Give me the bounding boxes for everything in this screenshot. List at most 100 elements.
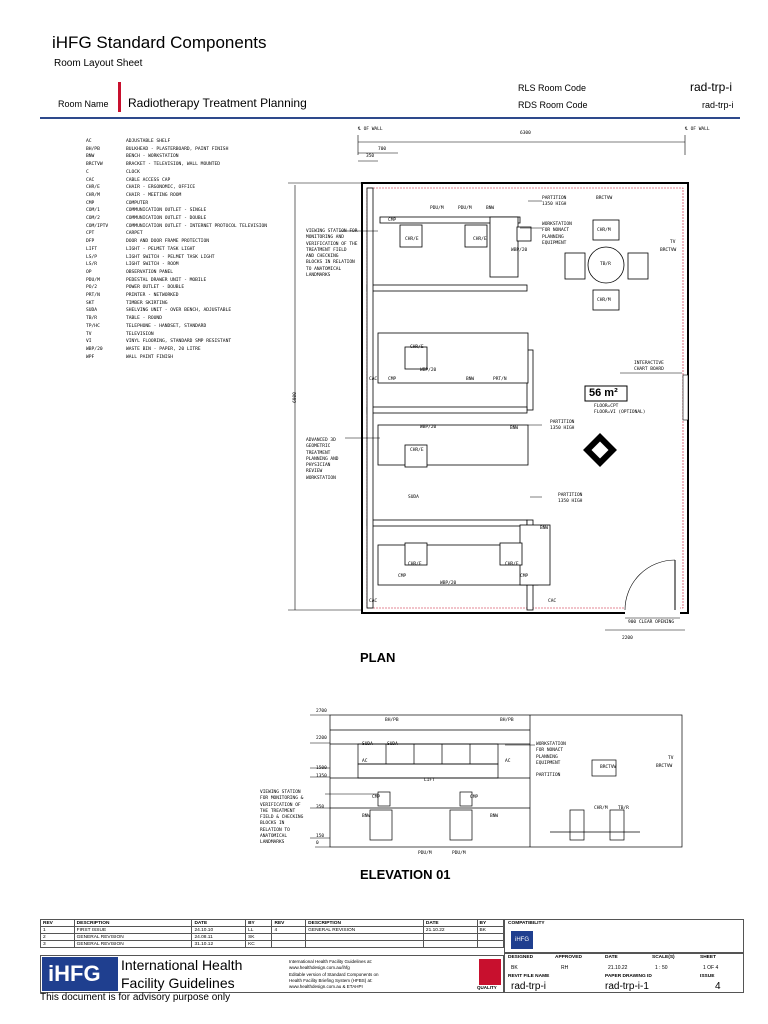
elev-tbr: TB/R: [618, 806, 629, 811]
plan-bnw-3: BNW: [510, 426, 519, 431]
legend-desc: COMMUNICATION OUTLET - DOUBLE: [126, 216, 207, 222]
revision-cell: 24.08.11: [191, 933, 247, 941]
legend-desc: PEDESTAL DRAWER UNIT - MOBILE: [126, 277, 207, 283]
plan-label: PLAN: [360, 650, 396, 665]
revision-header: DESCRIPTION: [305, 919, 424, 927]
clear-opening: 900 CLEAR OPENING: [628, 620, 675, 625]
legend-desc: CARPET: [126, 231, 143, 237]
elev-ac-1: AC: [362, 759, 368, 764]
plan-chre-1: CHR/E: [405, 237, 419, 242]
legend-code: CMP: [86, 200, 95, 206]
legend-code: SKT: [86, 300, 95, 306]
legend-desc: TABLE - ROUND: [126, 316, 162, 322]
wall-label-right: ℄ OF WALL: [685, 127, 710, 132]
legend-code: CHR/E: [86, 185, 100, 191]
plan-chre-4: CHR/E: [410, 448, 424, 453]
plan-cmp-2: CMP: [388, 377, 397, 382]
legend-row: TV TELEVISION: [86, 331, 267, 339]
elev-chrm: CHR/M: [594, 806, 608, 811]
elev-bhpb-2: BH/PB: [500, 718, 514, 723]
revision-cell: [476, 940, 505, 948]
room-name: Radiotherapy Treatment Planning: [128, 96, 307, 110]
plan-pdum-1: PDU/M: [430, 206, 444, 211]
revision-cell: KC: [245, 940, 273, 948]
sheet-label: SHEET: [700, 955, 716, 960]
approved-label: APPROVED: [555, 955, 582, 960]
revision-cell: [476, 933, 505, 941]
page-subtitle: Room Layout Sheet: [54, 58, 143, 69]
elev-cmp-1: CMP: [372, 795, 381, 800]
footer-info: International Health Facility Guidelines…: [289, 959, 379, 990]
legend-desc: VINYL FLOORING, STANDARD SMP RESISTANT: [126, 339, 232, 345]
footer-branding: iHFG International Health Facility Guide…: [40, 955, 504, 993]
legend-desc: SHELVING UNIT - OVER BENCH, ADJUSTABLE: [126, 308, 232, 314]
approved-value: RH: [561, 965, 569, 971]
ihfg-logo: iHFG: [42, 957, 118, 991]
plan-pdum-2: PDU/M: [458, 206, 472, 211]
legend-row: PRT/N PRINTER - NETWORKED: [86, 292, 267, 300]
elev-suda-2: SUDA: [387, 742, 398, 747]
legend-code: TB/R: [86, 316, 98, 322]
legend-desc: COMPUTER: [126, 200, 149, 206]
legend-desc: TELEPHONE - HANDSET, STANDARD: [126, 323, 207, 329]
legend-code: DFP: [86, 239, 95, 245]
title-block: DESIGNED APPROVED DATE SCALE(S) SHEET BK…: [504, 953, 744, 993]
legend-code: CPT: [86, 231, 95, 237]
compatibility-box: COMPATIBILITY iHFG: [504, 919, 744, 953]
plan-tbr: TB/R: [600, 262, 611, 267]
elev-dim-2200: 2200: [316, 736, 327, 741]
revision-cell: LL: [245, 926, 273, 934]
legend-desc: PRINTER - NETWORKED: [126, 293, 179, 299]
legend-code: LS/R: [86, 262, 98, 268]
legend-desc: BENCH - WORKSTATION: [126, 154, 179, 160]
plan-cac-1: CAC: [369, 377, 378, 382]
plan-chre-3: CHR/E: [410, 345, 424, 350]
rls-label: RLS Room Code: [518, 83, 587, 93]
legend-desc: TELEVISION: [126, 331, 154, 337]
elev-brctvw: BRCTVW: [656, 764, 673, 769]
revision-cell: [305, 940, 424, 948]
legend-code: CAC: [86, 177, 95, 183]
elev-dim-2700: 2700: [316, 709, 327, 714]
plan-cmp-4: CMP: [520, 574, 529, 579]
paper-value: rad-trp-i-1: [605, 981, 649, 992]
revision-cell: 4: [271, 926, 307, 934]
plan-bnw-1: BNW: [486, 206, 495, 211]
elev-note-viewing: VIEWING STATION FOR MONITORING & VERIFIC…: [260, 790, 304, 846]
plan-wbp-1: WBP/20: [511, 248, 528, 253]
note-interactive: INTERACTIVE CHART BOARD: [634, 361, 664, 373]
revision-cell: FIRST ISSUE: [73, 926, 193, 934]
legend-code: AC: [86, 139, 92, 144]
dim-left: 6900: [292, 392, 298, 403]
legend-code: TV: [86, 331, 92, 337]
revision-header: BY: [245, 919, 273, 927]
legend-desc: COMMUNICATION OUTLET - INTERNET PROTOCOL…: [126, 223, 268, 229]
legend-desc: ADJUSTABLE SHELF: [126, 139, 171, 144]
legend-desc: LIGHT SWITCH - PELMET TASK LIGHT: [126, 254, 215, 260]
revision-cell: [271, 940, 307, 948]
date-label: DATE: [605, 955, 618, 960]
rds-label: RDS Room Code: [518, 100, 588, 110]
legend-code: PRT/N: [86, 293, 100, 299]
revision-header: DATE: [422, 919, 478, 927]
legend-desc: POWER OUTLET - DOUBLE: [126, 285, 185, 291]
sheet-value: 1 OF 4: [703, 965, 719, 971]
revision-header: DATE: [191, 919, 247, 927]
note-partition-3: PARTITION 1350 HIGH: [558, 493, 583, 505]
legend-desc: LIGHT - PELMET TASK LIGHT: [126, 246, 196, 252]
elev-pdum-2: PDU/M: [452, 851, 466, 856]
